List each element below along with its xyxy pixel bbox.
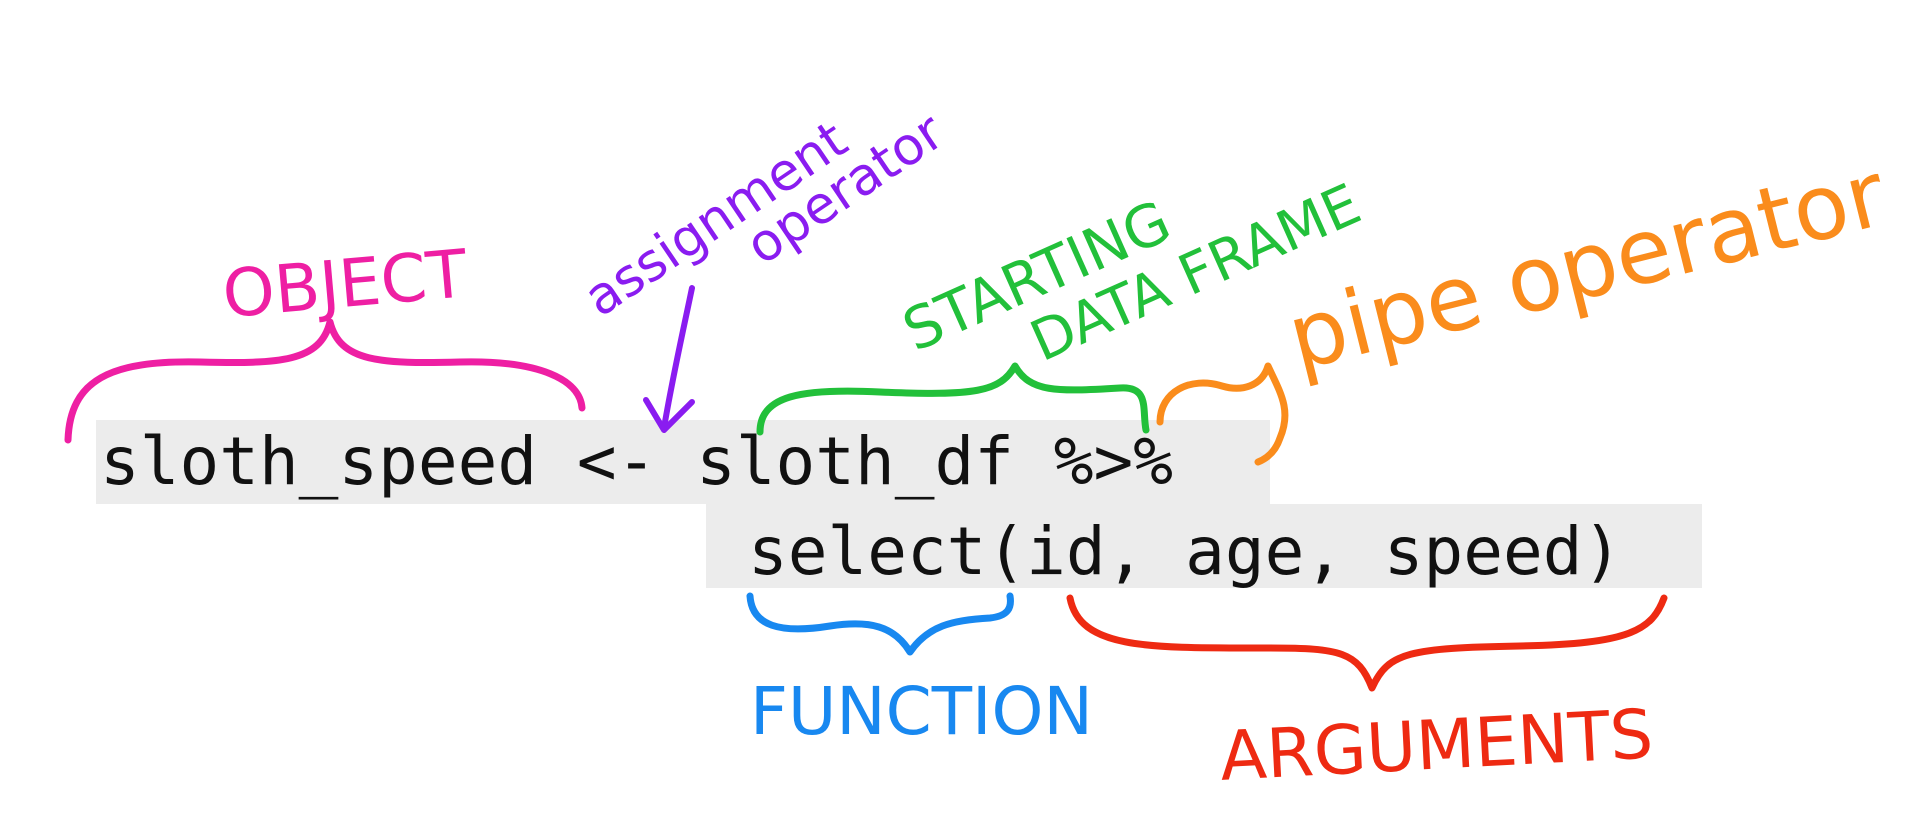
pipe-brace [1156,362,1289,466]
function-arguments: id, age, speed [1026,513,1583,590]
function-brace [746,592,1014,656]
assignment-arrow [661,285,695,431]
pipe-operator: %>% [1053,423,1173,500]
code-highlight-line1 [96,420,1270,504]
object-name: sloth_speed [100,423,538,500]
starting-data-frame: sloth_df [696,423,1014,500]
code-line-1: sloth_speed <- sloth_df %>% [100,420,1173,504]
open-paren: ( [986,513,1027,590]
function-label: FUNCTION [750,673,1093,750]
close-paren: ) [1582,513,1623,590]
function-name: select [748,513,987,590]
object-label: OBJECT [220,235,471,333]
arrow-head-icon [643,397,695,433]
assignment-operator: <- [576,423,657,500]
arguments-brace [1066,594,1668,692]
pipe-label: pipe operator [1278,142,1896,392]
starting-brace [756,362,1150,436]
code-line-2: select(id, age, speed) [748,510,1622,594]
code-highlight-line2 [706,504,1702,588]
object-brace [64,318,586,444]
arguments-label: ARGUMENTS [1218,695,1655,797]
